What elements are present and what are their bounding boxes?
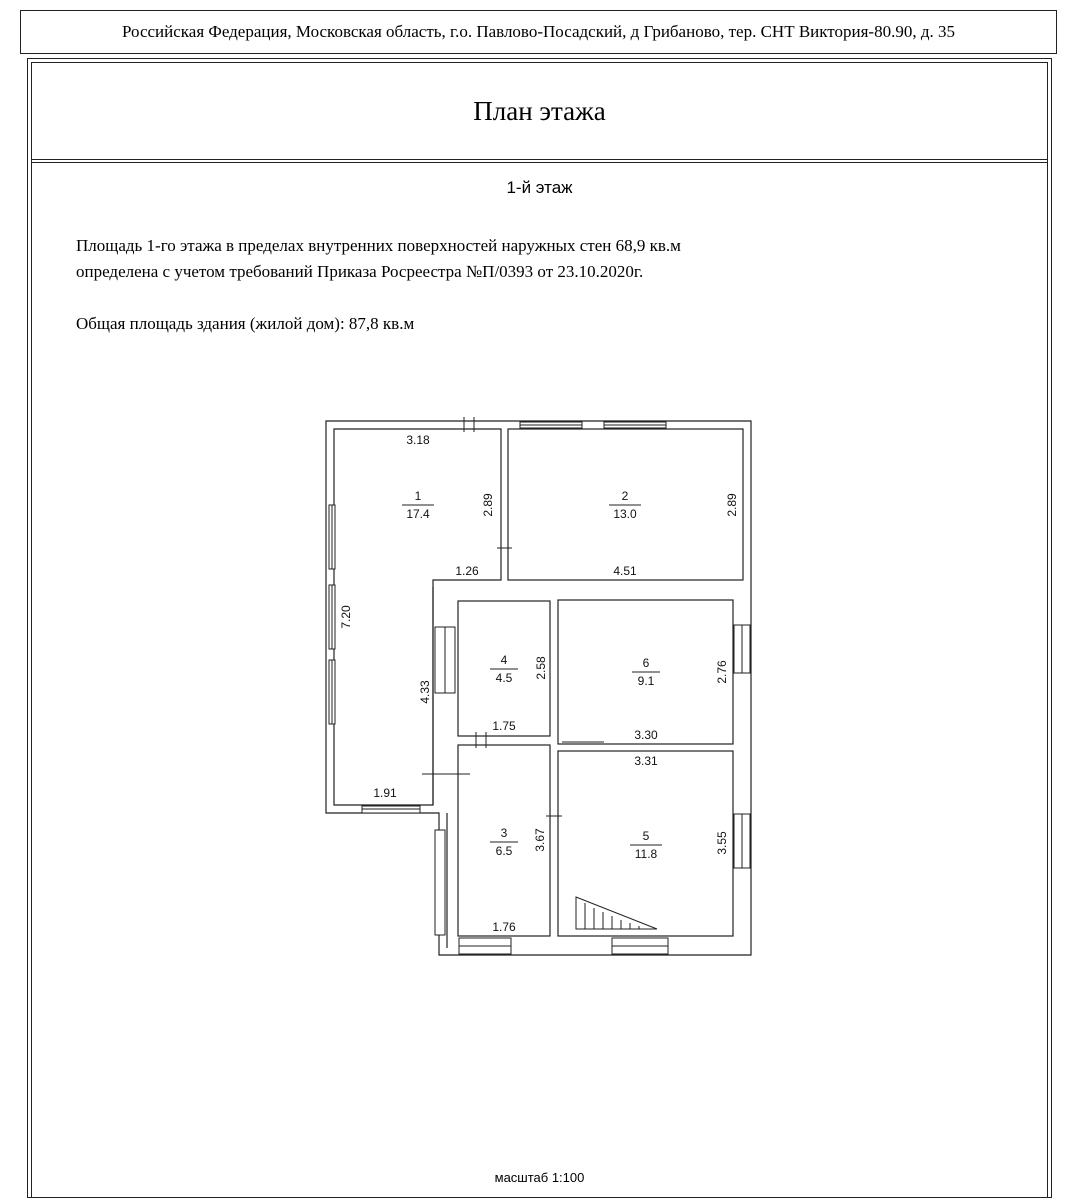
floor-label: 1-й этаж [506,178,573,197]
room-2-outline [507,428,744,581]
room-4-area: 4.5 [496,671,513,685]
room-4-outline [457,600,551,737]
room-2-area: 13.0 [613,507,637,521]
sheet-frame: План этажа 1-й этаж Площадь 1-го этажа в… [31,62,1048,1197]
scale-label: масштаб 1:100 [494,1170,585,1185]
dim-r5-top: 3.31 [634,754,658,768]
dim-r1-top: 3.18 [406,433,430,447]
room-6-outline [557,599,734,745]
room-3-outline [457,744,551,937]
dim-r1-notch: 1.26 [455,564,479,578]
room-5-number: 5 [643,829,650,843]
dim-r1-bottom: 1.91 [373,786,397,800]
room-6-area: 9.1 [638,674,655,688]
room-2-number: 2 [622,489,629,503]
dim-r5-right: 3.55 [715,831,729,855]
dim-r6-right: 2.76 [715,660,729,684]
dim-r2-right: 2.89 [725,493,739,517]
title-band: План этажа [32,63,1047,160]
page-title: План этажа [473,95,606,126]
area-text-line-2: определена с учетом требований Приказа Р… [76,262,644,281]
dim-r4-right: 2.58 [534,656,548,680]
room-1-outline [333,428,502,806]
dim-r2-bottom: 4.51 [613,564,637,578]
dim-r6-bottom: 3.30 [634,728,658,742]
dim-r1-right: 2.89 [481,493,495,517]
dim-r1-left: 7.20 [339,605,353,629]
room-1-number: 1 [415,489,422,503]
room-5-area: 11.8 [635,847,658,861]
room-6-number: 6 [643,656,650,670]
dim-r1-inner: 4.33 [418,680,432,704]
room-3-number: 3 [501,826,508,840]
dim-r3-right: 3.67 [533,828,547,852]
area-text-line-1: Площадь 1-го этажа в пределах внутренних… [76,236,681,255]
plan-sheet: План этажа 1-й этаж Площадь 1-го этажа в… [27,58,1052,1198]
total-area-text: Общая площадь здания (жилой дом): 87,8 к… [76,314,415,333]
staircase-icon [575,896,658,930]
dim-r4-bottom: 1.75 [492,719,516,733]
room-4-number: 4 [501,653,508,667]
address-text: Российская Федерация, Московская область… [121,22,955,41]
title-divider [32,162,1047,163]
address-header: Российская Федерация, Московская область… [20,10,1057,54]
room-5-outline [557,750,734,937]
window-icon [434,829,446,936]
dim-r3-bottom: 1.76 [492,920,516,934]
room-3-area: 6.5 [496,844,513,858]
room-1-area: 17.4 [406,507,430,521]
outer-wall-outline [325,420,752,956]
